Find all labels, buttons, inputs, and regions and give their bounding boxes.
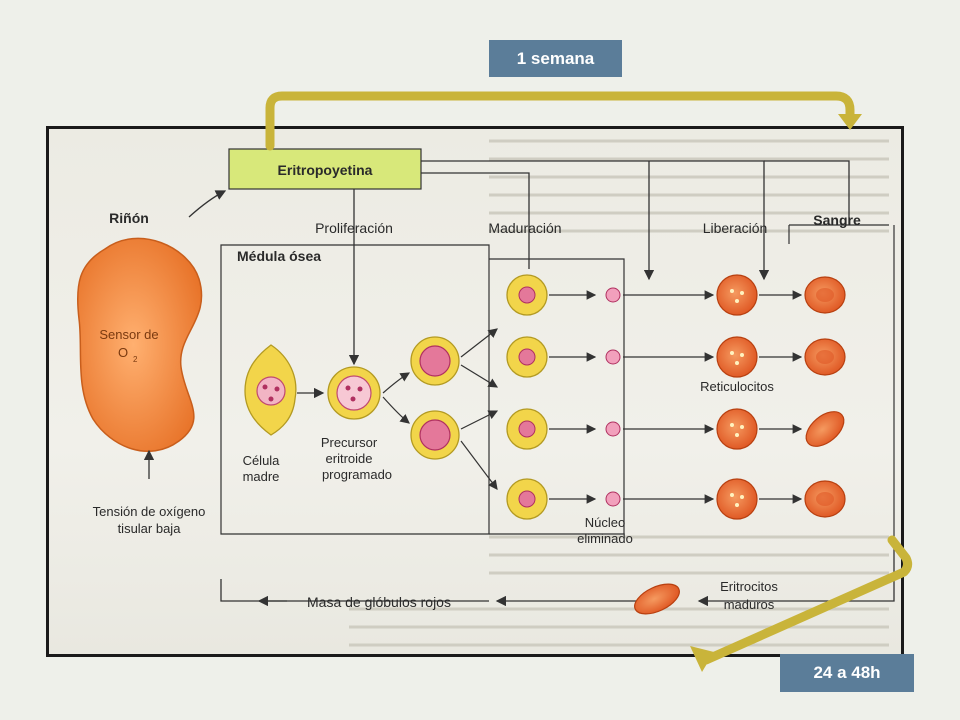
rbc-mass-label: Masa de glóbulos rojos bbox=[307, 594, 451, 610]
erythropoiesis-diagram: Eritropoyetina Riñón Sensor de O 2 Tensi… bbox=[46, 126, 904, 657]
diagram-canvas: Eritropoyetina Riñón Sensor de O 2 Tensi… bbox=[76, 139, 895, 647]
nucleus-line1: Núcleo bbox=[585, 515, 625, 530]
sensor-label-line2: O bbox=[118, 345, 128, 360]
precursor-line2: eritroide bbox=[326, 451, 373, 466]
proerythroblast-cells bbox=[410, 336, 460, 460]
precursor-line1: Precursor bbox=[321, 435, 378, 450]
stem-cell-line1: Célula bbox=[243, 453, 281, 468]
proliferation-label: Proliferación bbox=[315, 220, 393, 236]
background-text-lines bbox=[349, 139, 889, 647]
reticulocytes-label: Reticulocitos bbox=[700, 379, 774, 394]
normoblast-cells bbox=[506, 274, 548, 520]
mature-line2: maduros bbox=[724, 597, 775, 612]
precursor-line3: programado bbox=[322, 467, 392, 482]
kidney-title: Riñón bbox=[109, 210, 149, 226]
epo-signal-lines bbox=[348, 160, 850, 366]
blood-erythrocytes bbox=[804, 276, 846, 518]
hypoxia-line2: tisular baja bbox=[118, 521, 182, 536]
bone-marrow-label: Médula ósea bbox=[237, 248, 321, 264]
one-week-label: 1 semana bbox=[489, 40, 622, 77]
mature-erythrocyte bbox=[634, 583, 680, 615]
kidney-to-epo-arrow bbox=[188, 190, 227, 218]
hours-label: 24 a 48h bbox=[780, 654, 914, 692]
release-label: Liberación bbox=[703, 220, 768, 236]
extruded-nuclei bbox=[605, 287, 621, 507]
hypoxia-line1: Tensión de oxígeno bbox=[93, 504, 206, 519]
nucleus-line2: eliminado bbox=[577, 531, 633, 546]
sensor-label-line1: Sensor de bbox=[99, 327, 158, 342]
stem-cell-line2: madre bbox=[243, 469, 280, 484]
hormone-box bbox=[228, 148, 422, 190]
reticulocyte-cells bbox=[716, 274, 758, 520]
maturation-label: Maduración bbox=[488, 220, 561, 236]
blood-label: Sangre bbox=[813, 212, 861, 228]
kidney-shape bbox=[76, 237, 203, 452]
mature-line1: Eritrocitos bbox=[720, 579, 778, 594]
hormone-label: Eritropoyetina bbox=[278, 162, 373, 178]
sensor-label-subscript: 2 bbox=[133, 355, 138, 364]
